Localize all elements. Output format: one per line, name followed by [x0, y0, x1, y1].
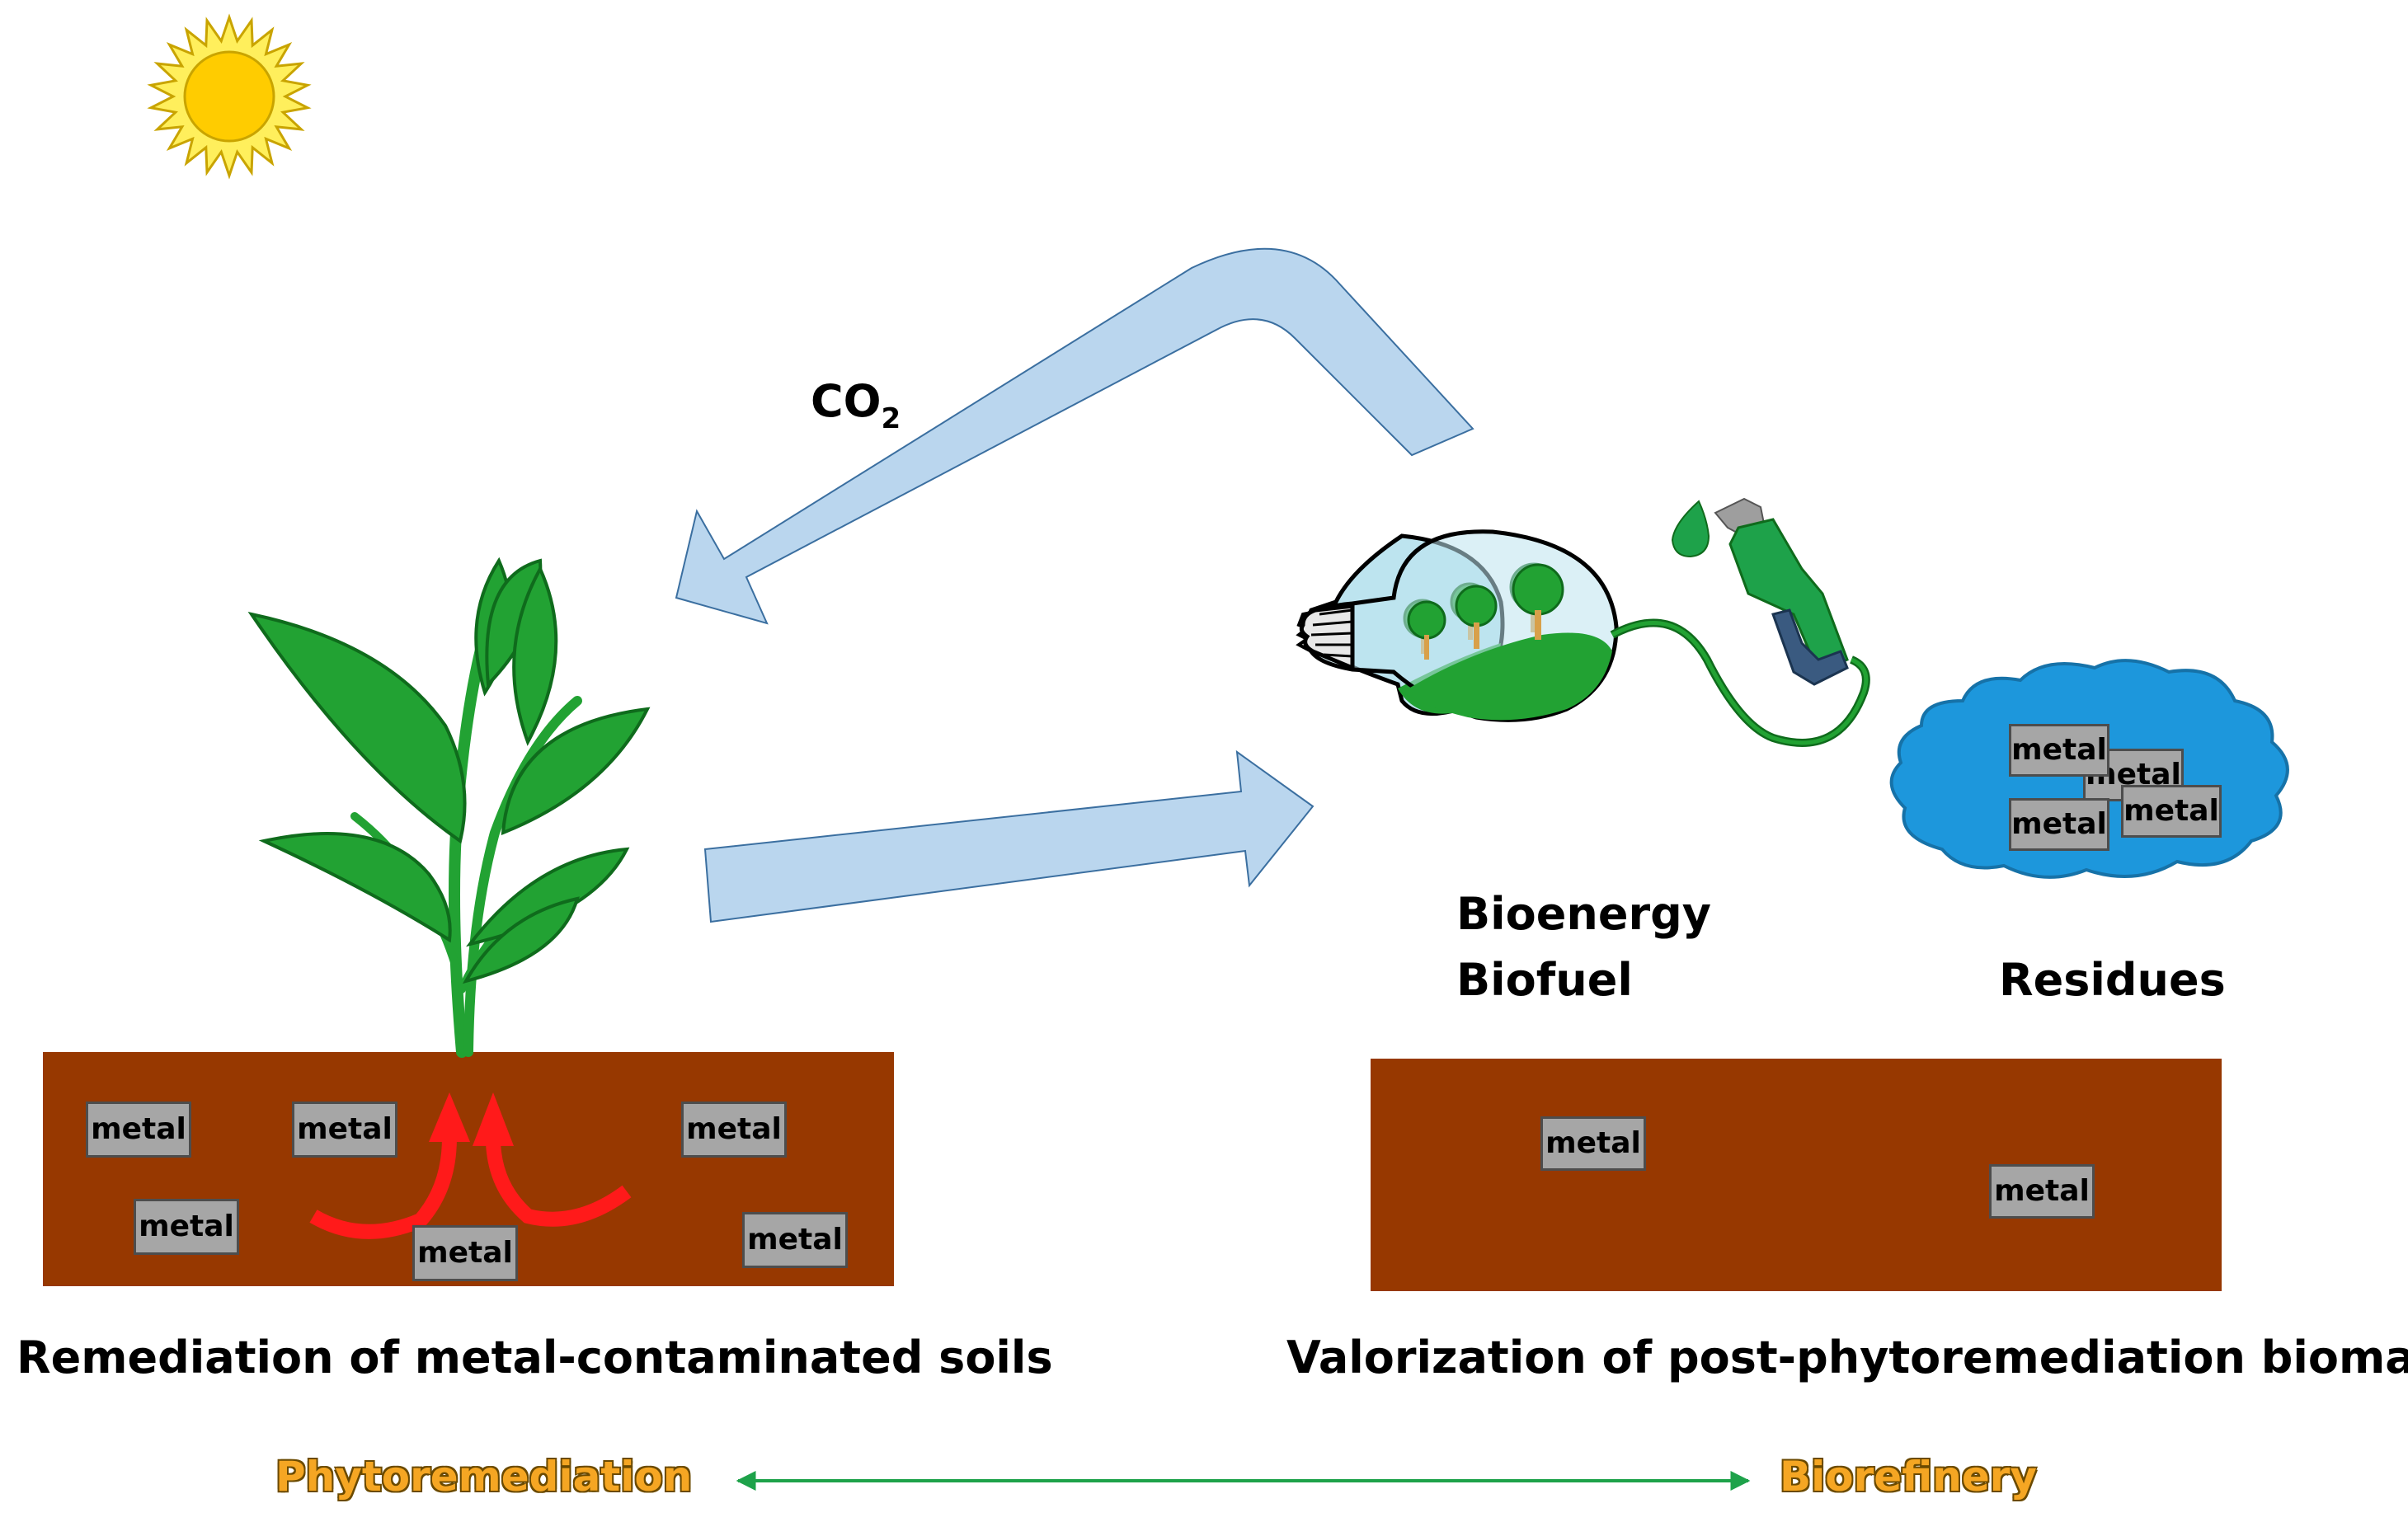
- tree-icon: [1455, 585, 1498, 627]
- biorefinery-label: Biorefinery: [1780, 1453, 2037, 1501]
- bioenergy-label: Bioenergy: [1456, 888, 1711, 940]
- root-uptake-arrows: [309, 1092, 632, 1239]
- metal-box: metal: [2009, 798, 2109, 851]
- plant-icon: [247, 557, 651, 1058]
- sun-icon: [147, 13, 312, 180]
- metal-box: metal: [134, 1199, 239, 1255]
- metal-box: metal: [1540, 1116, 1646, 1171]
- sun-core: [183, 50, 275, 143]
- metal-box: metal: [2009, 724, 2109, 777]
- right-caption: Valorization of post-phytoremediation bi…: [1286, 1332, 2408, 1383]
- tree-icon: [1512, 563, 1564, 616]
- phytoremediation-label: Phytoremediation: [275, 1453, 693, 1501]
- fuel-drop-icon: [1671, 500, 1710, 558]
- residues-label: Residues: [1999, 954, 2226, 1006]
- biofuel-label: Biofuel: [1456, 954, 1633, 1006]
- metal-box: metal: [2121, 785, 2222, 838]
- co2-label: CO2: [811, 379, 901, 434]
- metal-box: metal: [742, 1212, 848, 1268]
- metal-box: metal: [681, 1102, 787, 1158]
- co2-main: CO: [811, 375, 882, 427]
- metal-box: metal: [412, 1225, 518, 1281]
- co2-subscript: 2: [881, 402, 901, 435]
- light-bulb-grass: [1402, 632, 1612, 721]
- metal-box: metal: [1989, 1164, 2095, 1219]
- metal-box: metal: [292, 1102, 397, 1158]
- co2-return-arrow: [675, 247, 1474, 625]
- tree-icon: [1407, 600, 1446, 640]
- metal-box: metal: [86, 1102, 191, 1158]
- fuel-nozzle-icon: [1714, 497, 1849, 686]
- left-caption: Remediation of metal-contaminated soils: [16, 1332, 1053, 1383]
- biomass-arrow: [703, 749, 1315, 923]
- light-bulb-base: [1299, 604, 1355, 671]
